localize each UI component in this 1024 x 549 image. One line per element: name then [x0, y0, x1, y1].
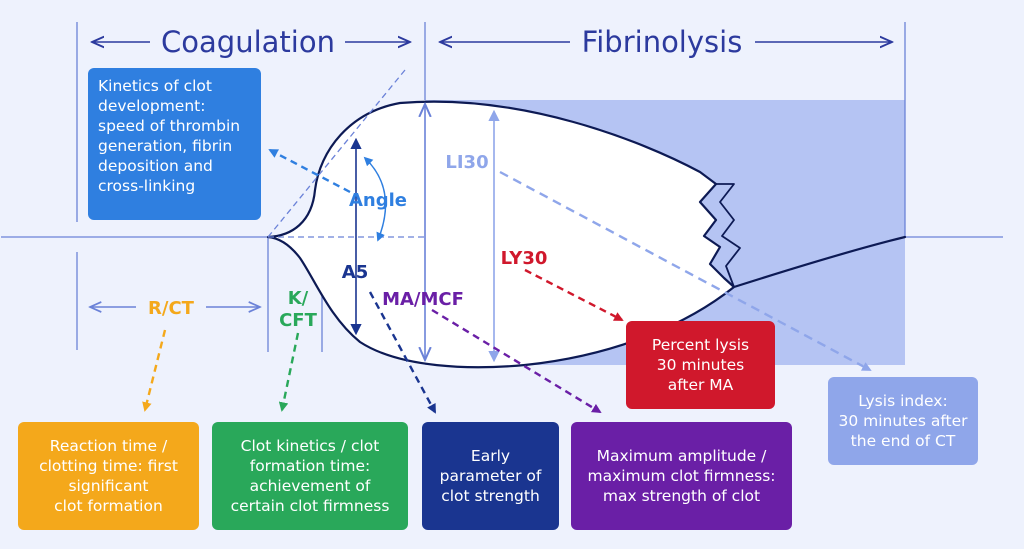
- max-amplitude-box: Maximum amplitude / maximum clot firmnes…: [571, 422, 792, 530]
- ly30-callout-arrow: [524, 268, 624, 322]
- angle-label: Angle: [349, 190, 407, 211]
- clot-kinetics-box: Clot kinetics / clot formation time: ach…: [212, 422, 408, 530]
- fracture-line: [716, 183, 741, 288]
- fibrinolysis-title: Fibrinolysis: [582, 25, 743, 59]
- rct-label: R/CT: [148, 298, 195, 319]
- a5-label: A5: [342, 262, 368, 283]
- angle-tangent: [267, 69, 406, 238]
- kinetics-box: Kinetics of clot development: speed of t…: [88, 68, 261, 220]
- coagulation-title: Coagulation: [161, 25, 335, 59]
- kcft-callout-arrow: [278, 332, 300, 412]
- li30-callout-arrow: [499, 170, 872, 372]
- li30-label: LI30: [445, 152, 488, 173]
- reaction-time-box: Reaction time / clotting time: first sig…: [18, 422, 199, 530]
- a5-callout-arrow: [368, 291, 437, 414]
- early-parameter-box: Early parameter of clot strength: [422, 422, 559, 530]
- angle-arc: [363, 156, 387, 242]
- rct-callout-arrow: [142, 329, 167, 412]
- mamcf-callout-arrow: [431, 308, 602, 414]
- percent-lysis-box: Percent lysis 30 minutes after MA: [626, 321, 775, 409]
- kcft-label-line1: K/: [288, 288, 309, 309]
- lysis-index-box: Lysis index: 30 minutes after the end of…: [828, 377, 978, 465]
- kcft-label-line2: CFT: [279, 310, 318, 331]
- kinetics-callout-arrow: [268, 148, 351, 194]
- ly30-label: LY30: [501, 248, 548, 269]
- mamcf-label: MA/MCF: [382, 289, 464, 310]
